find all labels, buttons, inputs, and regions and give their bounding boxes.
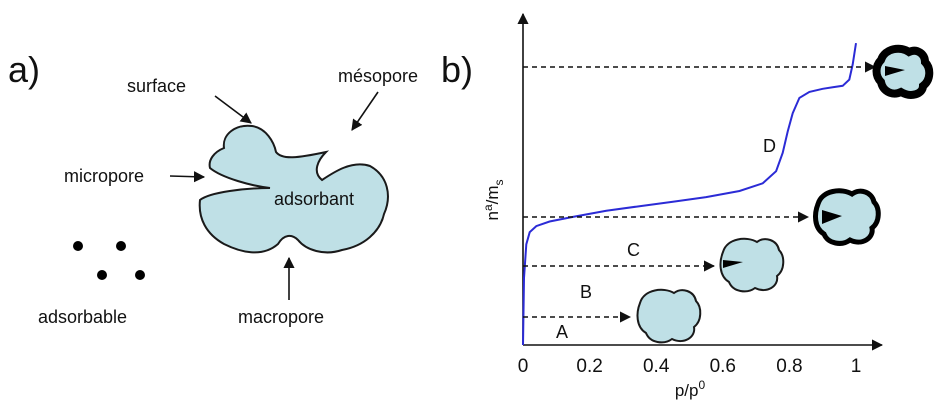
panel-b: b) na/ms 0 0.2 0.4 0.6 0.8 1 p/p0 A B C D: [441, 12, 934, 400]
adsorbant-particle-shape: [198, 124, 389, 254]
adsorbable-dot: [73, 241, 83, 251]
panel-b-label: b): [441, 49, 473, 90]
stage-c-label: C: [627, 240, 640, 260]
x-tick-labels: 0 0.2 0.4 0.6 0.8 1: [518, 356, 862, 377]
adsorbable-dot: [135, 270, 145, 280]
x-tick-label: 0.2: [576, 356, 602, 377]
adsorbable-label: adsorbable: [38, 307, 127, 327]
macropore-label: macropore: [238, 307, 324, 327]
stage-a-label: A: [556, 322, 568, 342]
x-tick-label: 0.4: [643, 356, 670, 377]
mesopore-label: mésopore: [338, 66, 418, 86]
micropore-arrow: [169, 171, 206, 183]
x-axis-title: p/p0: [675, 378, 706, 400]
x-tick-label: 0.6: [710, 356, 736, 377]
particle-stage-b: [719, 237, 785, 293]
panel-a: a) adsorbant surface mésopore micropore …: [8, 49, 418, 327]
adsorbable-molecules: [73, 241, 145, 280]
particle-stage-d: [872, 44, 934, 99]
stage-b-label: B: [580, 282, 592, 302]
particle-stage-a: [636, 288, 702, 344]
micropore-label: micropore: [64, 166, 144, 186]
particle-stage-c: [816, 191, 879, 244]
adsorbable-dot: [116, 241, 126, 251]
stage-d-label: D: [763, 136, 776, 156]
y-axis-title: na/ms: [481, 179, 506, 220]
isotherm-curve: [522, 42, 857, 346]
adsorbant-label: adsorbant: [274, 189, 354, 209]
x-tick-label: 1: [851, 356, 862, 377]
surface-arrow: [214, 95, 252, 124]
x-tick-label: 0: [518, 356, 529, 377]
panel-a-label: a): [8, 49, 40, 90]
x-tick-label: 0.8: [776, 356, 802, 377]
mesopore-arrow: [351, 91, 379, 131]
adsorbable-dot: [97, 270, 107, 280]
surface-label: surface: [127, 76, 186, 96]
